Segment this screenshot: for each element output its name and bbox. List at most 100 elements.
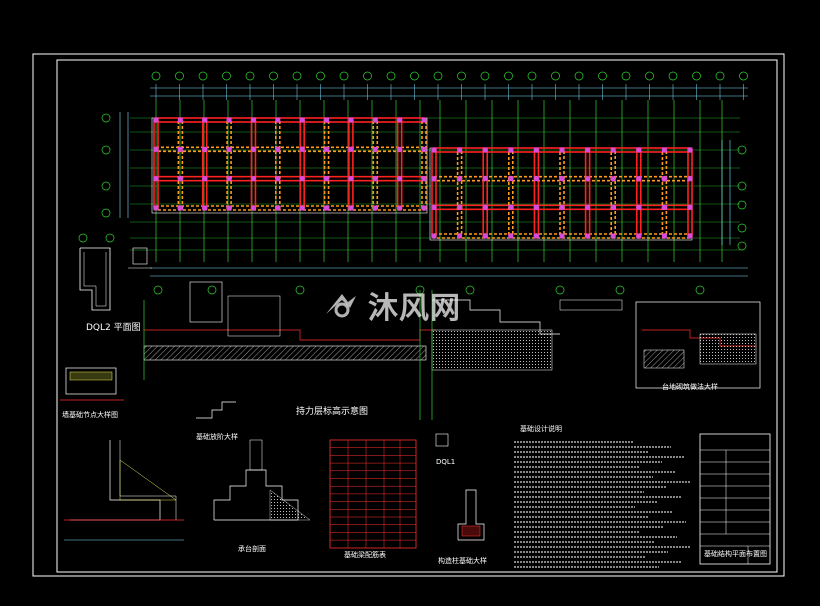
structural-column — [482, 204, 488, 210]
foundation-strip — [177, 119, 184, 209]
axis-bubble — [668, 71, 678, 81]
structural-column — [661, 147, 667, 153]
axis-bubble — [480, 71, 490, 81]
structural-column — [431, 147, 437, 153]
axis-bubble — [410, 71, 419, 81]
structural-column — [421, 146, 427, 152]
structural-column — [457, 204, 463, 210]
foundation-strip — [323, 119, 330, 209]
structural-column — [348, 146, 354, 152]
structural-column — [661, 204, 667, 210]
structural-column — [421, 176, 427, 182]
structural-column — [202, 176, 208, 182]
axis-bubble — [222, 71, 231, 81]
structural-column — [324, 205, 330, 211]
structural-column — [610, 147, 616, 153]
structural-column — [421, 205, 427, 211]
axis-bubble — [386, 71, 396, 81]
structural-column — [153, 176, 159, 182]
axis-bubble — [739, 71, 748, 81]
structural-column — [226, 205, 232, 211]
axis-bubble — [645, 71, 654, 81]
structural-column — [177, 146, 183, 152]
foundation-strip — [635, 149, 642, 237]
structural-column — [431, 233, 437, 239]
structural-column — [299, 205, 305, 211]
structural-column — [226, 117, 232, 123]
bearing-layer-title: 持力层标高示意图 — [296, 407, 369, 417]
structural-column — [275, 176, 281, 182]
structural-column — [372, 146, 378, 152]
axis-bubble — [101, 208, 111, 218]
axis-bubble — [615, 285, 625, 295]
column-detail-title: 构造柱基础大样 — [438, 557, 487, 565]
structural-column — [585, 233, 591, 239]
design-notes — [514, 441, 691, 568]
foundation-strip — [456, 149, 463, 237]
top-axis-bubbles — [151, 71, 748, 100]
drawing-name: 基础结构平面布置图 — [704, 550, 767, 558]
structural-column — [661, 233, 667, 239]
structural-column — [324, 176, 330, 182]
pit-detail-title: 承台剖面 — [238, 545, 266, 553]
structural-column — [482, 147, 488, 153]
structural-column — [177, 176, 183, 182]
structural-column — [299, 176, 305, 182]
foundation-plan-right — [429, 147, 693, 241]
axis-bubble — [295, 285, 305, 295]
structural-column — [153, 146, 159, 152]
dql2-title: DQL2 平面图 — [86, 323, 141, 333]
foundation-strip — [533, 149, 540, 237]
axis-bubble — [504, 71, 513, 81]
axis-bubble — [692, 71, 701, 81]
title-block — [699, 433, 771, 565]
foundation-strip — [250, 119, 257, 209]
structural-column — [457, 233, 463, 239]
structural-column — [533, 176, 539, 182]
foundation-strip — [348, 119, 354, 209]
wall-detail — [635, 301, 761, 389]
step-foundation-detail — [196, 401, 236, 419]
outer-frame — [32, 53, 785, 577]
structural-column — [202, 146, 208, 152]
structural-column — [250, 205, 256, 211]
axis-bubble — [101, 145, 111, 155]
left-small-title: 墙基础节点大样图 — [62, 411, 118, 419]
structural-column — [397, 146, 403, 152]
axis-bubble — [555, 285, 565, 295]
structural-column — [397, 176, 403, 182]
structural-column — [177, 117, 183, 123]
foundation-strip — [155, 175, 425, 182]
structural-column — [431, 176, 437, 182]
axis-bubble — [316, 71, 325, 81]
structural-column — [636, 176, 642, 182]
dql2-section — [128, 247, 152, 269]
structural-column — [559, 147, 565, 153]
structural-column — [421, 117, 427, 123]
structural-column — [226, 176, 232, 182]
foundation-strip — [299, 119, 305, 209]
structural-column — [457, 147, 463, 153]
structural-column — [687, 147, 693, 153]
dql2-plan — [78, 233, 115, 311]
foundation-strip — [201, 119, 208, 209]
structural-column — [559, 176, 565, 182]
watermark: 沐风网 — [322, 283, 469, 327]
structural-column — [687, 233, 693, 239]
structural-column — [457, 176, 463, 182]
structural-column — [250, 176, 256, 182]
axis-bubble — [527, 71, 537, 81]
retaining-wall-detail — [64, 440, 184, 541]
structural-column — [636, 147, 642, 153]
structural-column — [202, 205, 208, 211]
foundation-strip — [396, 119, 403, 209]
structural-column — [636, 233, 642, 239]
structural-column — [533, 204, 539, 210]
structural-column — [508, 233, 514, 239]
bottom-dimension-chain — [150, 267, 748, 277]
axis-bubble — [457, 71, 466, 81]
axis-bubble — [737, 241, 747, 251]
structural-column — [324, 117, 330, 123]
bearing-layer-section — [143, 281, 436, 420]
watermark-text: 沐风网 — [368, 291, 461, 326]
